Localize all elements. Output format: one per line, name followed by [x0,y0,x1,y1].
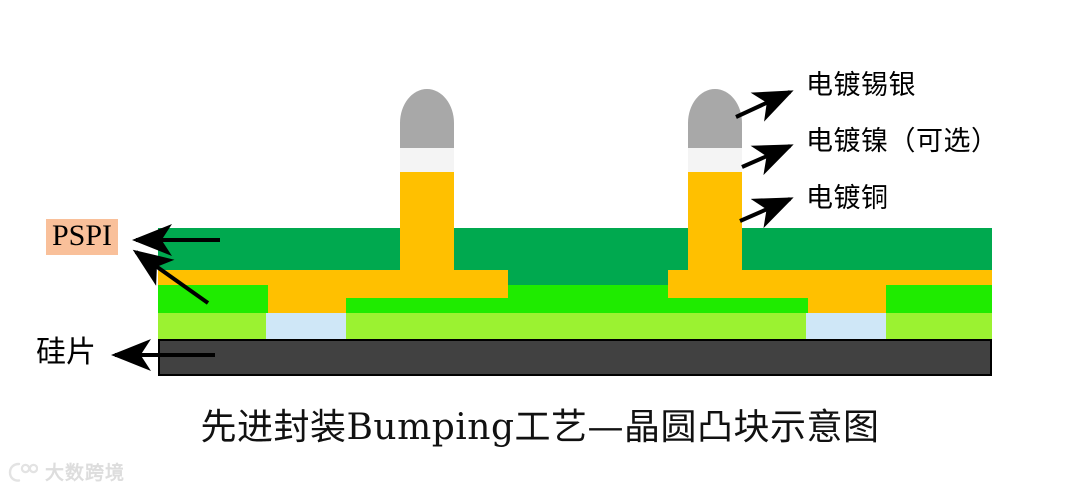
watermark-text: 大数跨境 [45,462,126,484]
bump-right-nickel [688,148,742,172]
bump-left-copper-flange [346,270,508,298]
label-pspi: PSPI [46,219,119,255]
label-copper: 电镀铜 [806,183,889,214]
bump-right-copper-flange [668,270,830,298]
pad-right [806,313,886,339]
silicon-substrate [158,339,992,376]
watermark: 大数跨境 [8,458,125,485]
copper-via-left [268,285,346,313]
bump-right-copper-pillar [688,172,742,270]
bump-left-copper-pillar [400,172,454,270]
label-wafer: 硅片 [36,335,96,370]
figure-caption: 先进封装Bumping工艺—晶圆凸块示意图 [200,407,880,448]
label-tin-silver: 电镀锡银 [806,70,916,101]
label-nickel: 电镀镍（可选） [806,126,999,157]
circle-logo-icon [8,462,38,482]
layer-pspi-upper [158,228,992,270]
bump-right-solder-cap [688,89,742,148]
bump-left-nickel [400,148,454,172]
bump-left-solder-cap [400,89,454,148]
pad-left [266,313,346,339]
